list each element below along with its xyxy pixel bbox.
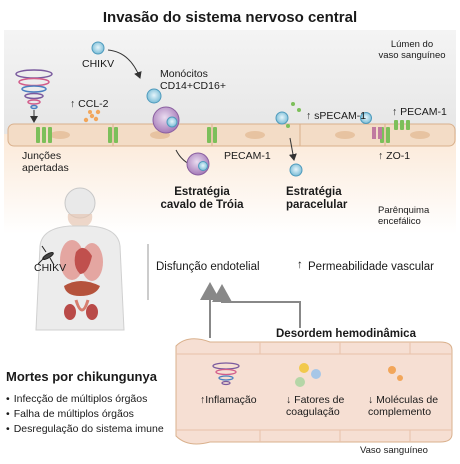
list-item: Desregulação do sistema imune bbox=[6, 422, 164, 437]
monocyte-migrated-icon bbox=[186, 152, 210, 176]
chikv-body-label: CHIKV bbox=[34, 262, 67, 274]
list-item: Infecção de múltiplos órgãos bbox=[6, 392, 164, 407]
monocyte-cell-icon bbox=[146, 88, 180, 134]
vascular-permeability-label: Permeabilidade vascular bbox=[308, 261, 434, 273]
pecam1-marker-icon bbox=[394, 120, 410, 130]
endothelial-dysfunction-label: Disfunção endotelial bbox=[156, 261, 260, 273]
deaths-list: Infecção de múltiplos órgãos Falha de mú… bbox=[6, 392, 164, 437]
mosquito-icon bbox=[37, 245, 55, 266]
inflammation-label: ↑Inflamação bbox=[200, 394, 257, 406]
coagulation-factors-icon bbox=[295, 363, 321, 387]
pecam1-label: PECAM-1 bbox=[224, 150, 271, 162]
ccl2-label: ↑ CCL-2 bbox=[70, 98, 109, 110]
lumen-label: Lúmen do vaso sanguíneo bbox=[378, 39, 446, 61]
blood-vessel bbox=[175, 338, 453, 445]
zo1-label: ↑ ZO-1 bbox=[378, 150, 411, 162]
inflammation-icon bbox=[212, 362, 240, 386]
parenchyma-label: Parênquima encefálico bbox=[378, 205, 430, 227]
chikv-virus-icon-top bbox=[91, 41, 105, 55]
chikv-virus-icon-right bbox=[360, 112, 382, 139]
tight-junctions-label: Junções apertadas bbox=[22, 150, 69, 175]
vessel-label: Vaso sanguíneo bbox=[360, 445, 428, 456]
cytokine-storm-icon bbox=[15, 69, 53, 110]
hemodynamic-disorder-label: Desordem hemodinâmica bbox=[276, 328, 416, 340]
list-item: Falha de múltiplos órgãos bbox=[6, 407, 164, 422]
paracellular-strategy-label: Estratégia paracelular bbox=[286, 186, 348, 212]
human-body-illustration bbox=[35, 187, 125, 331]
lumen-region bbox=[4, 30, 456, 134]
trojan-strategy-label: Estratégia cavalo de Tróia bbox=[160, 186, 244, 212]
permeability-up-arrow: ↑ bbox=[297, 259, 303, 271]
deaths-title: Mortes por chikungunya bbox=[6, 369, 157, 384]
endothelial-layer bbox=[7, 123, 456, 147]
monocytes-label: Monócitos CD14+CD16+ bbox=[160, 68, 226, 93]
complement-molecules-icon bbox=[388, 366, 403, 381]
specam1-label: ↑ sPECAM-1 bbox=[306, 110, 367, 122]
pecam1-up-label: ↑ PECAM-1 bbox=[392, 106, 447, 118]
ccl2-molecules-icon bbox=[83, 109, 101, 123]
page-title: Invasão do sistema nervoso central bbox=[102, 9, 358, 26]
coagulation-label: ↓ Fatores de coagulação bbox=[286, 394, 345, 419]
chikv-top-label: CHIKV bbox=[82, 58, 115, 70]
chikv-virus-icon-paracellular bbox=[275, 102, 303, 177]
complement-label: ↓ Moléculas de complemento bbox=[368, 394, 439, 419]
